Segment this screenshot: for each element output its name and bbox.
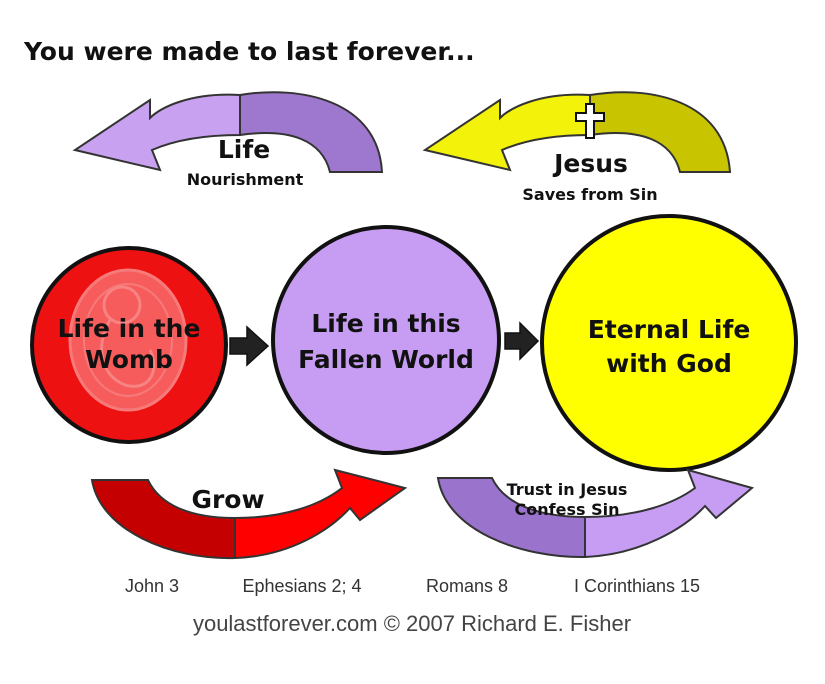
saves-from-sin-label: Saves from Sin (522, 185, 657, 204)
top-right-curved-arrow (422, 91, 732, 173)
life-label: Life (218, 135, 270, 164)
stage-world-line2: Fallen World (298, 345, 474, 374)
stage-womb-line1: Life in the (58, 314, 201, 343)
cross-icon (575, 103, 605, 139)
stage-circle-womb (30, 246, 228, 444)
bottom-right-curved-arrow (436, 468, 755, 559)
page-title: You were made to last forever... (23, 37, 475, 66)
right-arrow-icon (229, 325, 270, 367)
stage-world-line1: Life in this (311, 309, 460, 338)
reference-john: John 3 (125, 576, 179, 596)
fetus-icon (68, 268, 188, 412)
right-arrow-icon (504, 321, 540, 361)
confess-sin-label: Confess Sin (515, 500, 620, 519)
trust-in-jesus-label: Trust in Jesus (507, 480, 628, 499)
stage-eternal-line1: Eternal Life (588, 315, 751, 344)
credit-line: youlastforever.com © 2007 Richard E. Fis… (193, 611, 631, 636)
bottom-left-curved-arrow (90, 468, 408, 560)
stage-circle-eternal-life (540, 214, 798, 472)
stage-circle-fallen-world (271, 225, 501, 455)
top-left-curved-arrow (72, 91, 384, 173)
reference-corinthians: I Corinthians 15 (574, 576, 700, 596)
jesus-label: Jesus (552, 149, 628, 178)
nourishment-label: Nourishment (187, 170, 304, 189)
grow-label: Grow (191, 485, 264, 514)
stage-eternal-line2: with God (606, 349, 732, 378)
reference-ephesians: Ephesians 2; 4 (242, 576, 361, 596)
reference-romans: Romans 8 (426, 576, 508, 596)
stage-womb-line2: Womb (85, 345, 173, 374)
